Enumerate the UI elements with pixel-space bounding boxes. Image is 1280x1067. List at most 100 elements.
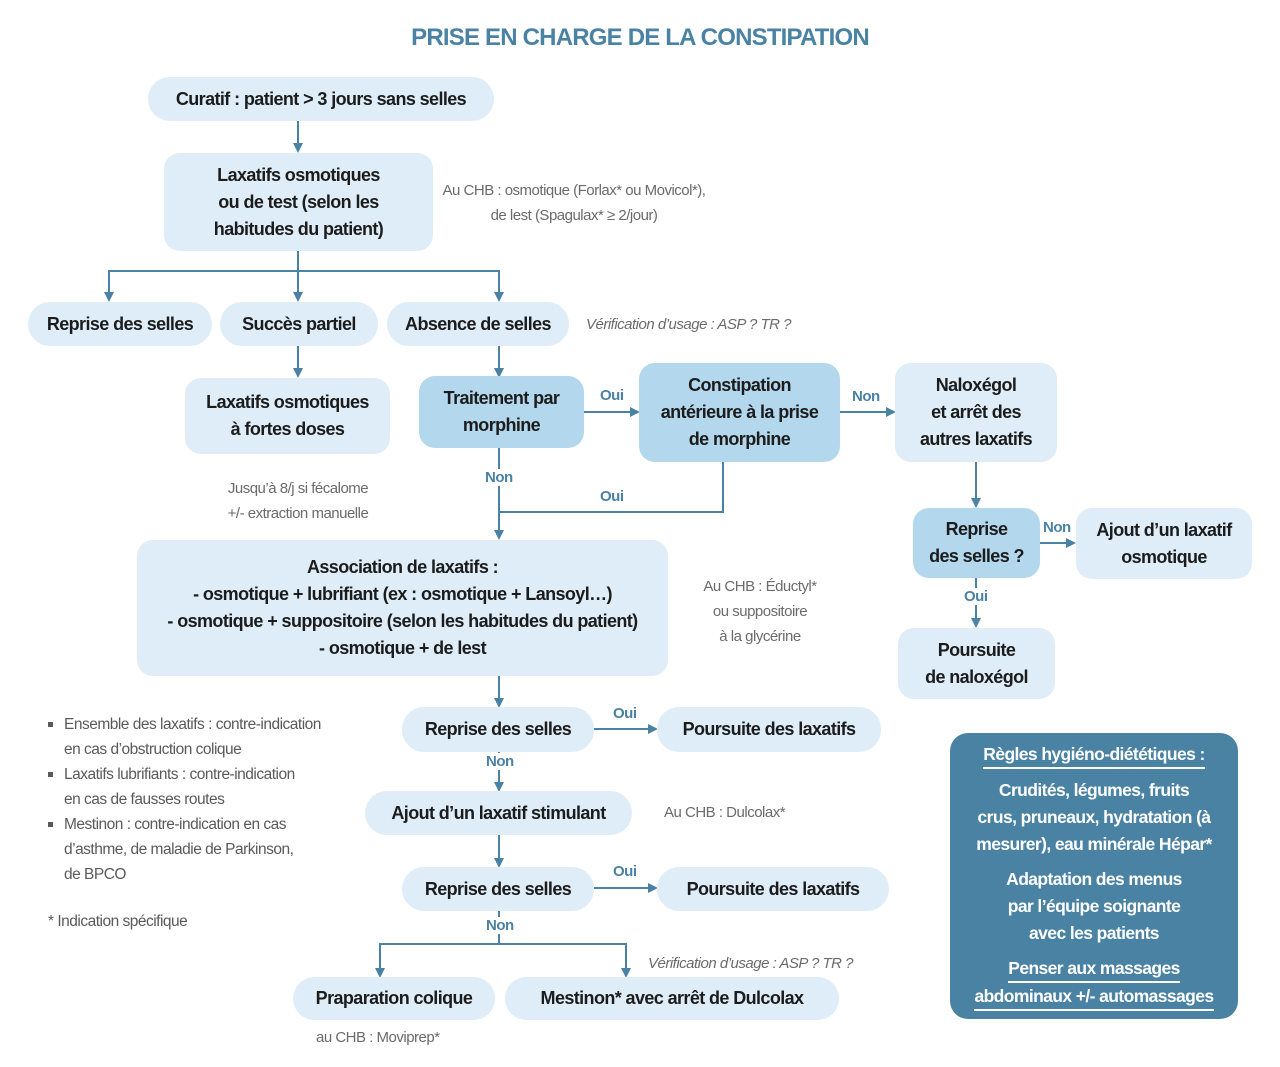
node-text: Reprise des selles	[424, 878, 572, 899]
rules-line: crus, pruneaux, hydratation (à	[977, 807, 1211, 827]
note-line: Jusqu’à 8/j si fécalome	[227, 480, 369, 497]
node-text-line: Constipation	[688, 375, 791, 395]
note-verification-2: Vérification d’usage : ASP ? TR ?	[648, 955, 854, 972]
edge-label-reprise3-oui: Oui	[613, 863, 637, 880]
node-text-line: Association de laxatifs :	[306, 557, 499, 577]
contraindication-line: en cas de fausses routes	[64, 791, 225, 808]
note-chb-osmotique: Au CHB : osmotique (Forlax* ou Movicol*)…	[434, 178, 714, 228]
note-line: ou suppositoire	[712, 603, 808, 620]
note-fecalome: Jusqu’à 8/j si fécalome +/- extraction m…	[200, 476, 396, 526]
edge-label-morphine-oui: Oui	[600, 387, 624, 404]
contraindication-item: Laxatifs lubrifiants : contre-indication…	[48, 762, 368, 812]
node-text: Mestinon* avec arrêt de Dulcolax	[540, 988, 805, 1008]
node-text-line: de morphine	[688, 429, 791, 449]
node-reprise-selles-2: Reprise des selles	[402, 707, 594, 752]
node-text: Absence de selles	[405, 313, 551, 334]
rules-heading: Règles hygiéno-diététiques :	[983, 741, 1205, 769]
note-line: Au CHB : osmotique (Forlax* ou Movicol*)…	[442, 182, 706, 199]
rules-line: abdominaux +/- automassages	[974, 983, 1214, 1011]
node-reprise-question: Reprise des selles ?	[913, 508, 1040, 578]
node-association: Association de laxatifs : - osmotique + …	[137, 540, 668, 676]
node-text: Succès partiel	[242, 313, 356, 334]
rules-foods: Crudités, légumes, fruits crus, pruneaux…	[950, 777, 1238, 858]
edge-label-reprise2-oui: Oui	[613, 705, 637, 722]
edge-label-reprise-q-oui: Oui	[963, 588, 989, 605]
node-laxatifs-test: Laxatifs osmotiques ou de test (selon le…	[164, 153, 433, 251]
contraindication-line: Ensemble des laxatifs : contre-indicatio…	[64, 716, 321, 733]
edge-label-reprise2-non: Non	[485, 753, 515, 770]
node-text-line: antérieure à la prise	[660, 402, 819, 422]
node-text-line: Traitement par	[443, 388, 560, 408]
node-text-line: - osmotique + de lest	[319, 638, 487, 658]
bullet-icon	[48, 722, 53, 727]
note-chb-dulcolax: Au CHB : Dulcolax*	[664, 804, 786, 821]
node-text-line: autres laxatifs	[919, 429, 1033, 449]
node-text-line: Poursuite	[937, 639, 1016, 660]
contraindication-item: Mestinon : contre-indication en cas d’as…	[48, 812, 368, 887]
node-text: Poursuite des laxatifs	[682, 719, 856, 739]
diagram-title: PRISE EN CHARGE DE LA CONSTIPATION	[411, 24, 870, 51]
node-text: Reprise des selles	[424, 719, 572, 739]
node-poursuite-naloxegol: Poursuite de naloxégol	[898, 628, 1055, 699]
node-preparation-colique: Praparation colique	[293, 977, 495, 1020]
contraindication-line: d’asthme, de maladie de Parkinson,	[64, 841, 294, 858]
node-text-line: - osmotique + lubrifiant (ex : osmotique…	[193, 584, 612, 604]
node-text-line: Naloxégol	[935, 375, 1017, 395]
rules-line: par l’équipe soignante	[1007, 896, 1181, 916]
rules-box: Règles hygiéno-diététiques : Crudités, l…	[950, 733, 1238, 1019]
node-text-line: des selles ?	[929, 546, 1024, 566]
node-text-line: et arrêt des	[931, 402, 1021, 422]
rules-menus: Adaptation des menus par l’équipe soigna…	[950, 866, 1238, 947]
note-line: à la glycérine	[719, 628, 801, 645]
edge-anterieure-oui	[499, 462, 724, 513]
note-chb-eductyl: Au CHB : Éductyl* ou suppositoire à la g…	[690, 574, 830, 649]
node-text-line: Laxatifs osmotiques	[217, 164, 380, 185]
node-ajout-stimulant: Ajout d’un laxatif stimulant	[365, 791, 632, 835]
node-ajout-osmotique: Ajout d’un laxatif osmotique	[1076, 508, 1252, 579]
bullet-icon	[48, 772, 53, 777]
node-text: Ajout d’un laxatif stimulant	[391, 802, 606, 823]
contraindication-line: en cas d’obstruction colique	[64, 741, 242, 758]
node-start-text: Curatif : patient > 3 jours sans selles	[175, 88, 467, 109]
contraindication-line: Mestinon : contre-indication en cas	[64, 816, 287, 833]
node-text-line: Reprise	[945, 519, 1008, 539]
note-chb-moviprep: au CHB : Moviprep*	[316, 1029, 440, 1046]
edge-label-morphine-non: Non	[484, 469, 514, 486]
node-text-line: morphine	[462, 415, 541, 435]
node-poursuite-laxatifs-2: Poursuite des laxatifs	[657, 867, 889, 911]
rules-line: Crudités, légumes, fruits	[998, 780, 1190, 800]
node-start: Curatif : patient > 3 jours sans selles	[148, 77, 494, 121]
contraindications-list: Ensemble des laxatifs : contre-indicatio…	[48, 712, 368, 887]
rules-line: avec les patients	[1029, 923, 1159, 943]
bullet-icon	[48, 822, 53, 827]
edge-label-anterieure-oui: Oui	[600, 488, 624, 505]
node-reprise-selles-1: Reprise des selles	[28, 302, 212, 346]
node-text-line: - osmotique + suppositoire (selon les ha…	[167, 611, 638, 631]
edge-label-anterieure-non: Non	[852, 388, 880, 405]
edge-label-reprise3-non: Non	[485, 917, 515, 934]
note-verification-1: Vérification d’usage : ASP ? TR ?	[586, 316, 792, 333]
node-traitement-morphine: Traitement par morphine	[419, 376, 584, 448]
note-line: de lest (Spagulax* ≥ 2/jour)	[490, 207, 658, 224]
contraindication-item: Ensemble des laxatifs : contre-indicatio…	[48, 712, 368, 762]
footnote: * Indication spécifique	[48, 913, 188, 930]
edge-final-branch	[379, 943, 631, 978]
node-reprise-selles-3: Reprise des selles	[402, 867, 594, 911]
edge-branch-bar	[108, 270, 504, 302]
node-text-line: de naloxégol	[925, 666, 1028, 687]
node-text-line: habitudes du patient)	[213, 218, 384, 239]
node-text-line: osmotique	[1121, 546, 1207, 567]
rules-line: Penser aux massages	[1008, 955, 1180, 983]
note-line: Au CHB : Éductyl*	[703, 578, 817, 595]
node-constipation-anterieure: Constipation antérieure à la prise de mo…	[639, 363, 840, 462]
node-text-line: ou de test (selon les	[218, 191, 379, 212]
node-fortes-doses: Laxatifs osmotiques à fortes doses	[185, 378, 390, 454]
node-text-line: à fortes doses	[230, 419, 345, 439]
rules-line: Adaptation des menus	[1006, 869, 1182, 889]
node-succes-partiel: Succès partiel	[220, 302, 378, 346]
node-text: Poursuite des laxatifs	[686, 878, 860, 899]
node-poursuite-laxatifs-1: Poursuite des laxatifs	[657, 707, 881, 752]
node-absence-selles: Absence de selles	[387, 302, 569, 346]
node-text-line: Ajout d’un laxatif	[1096, 519, 1232, 540]
